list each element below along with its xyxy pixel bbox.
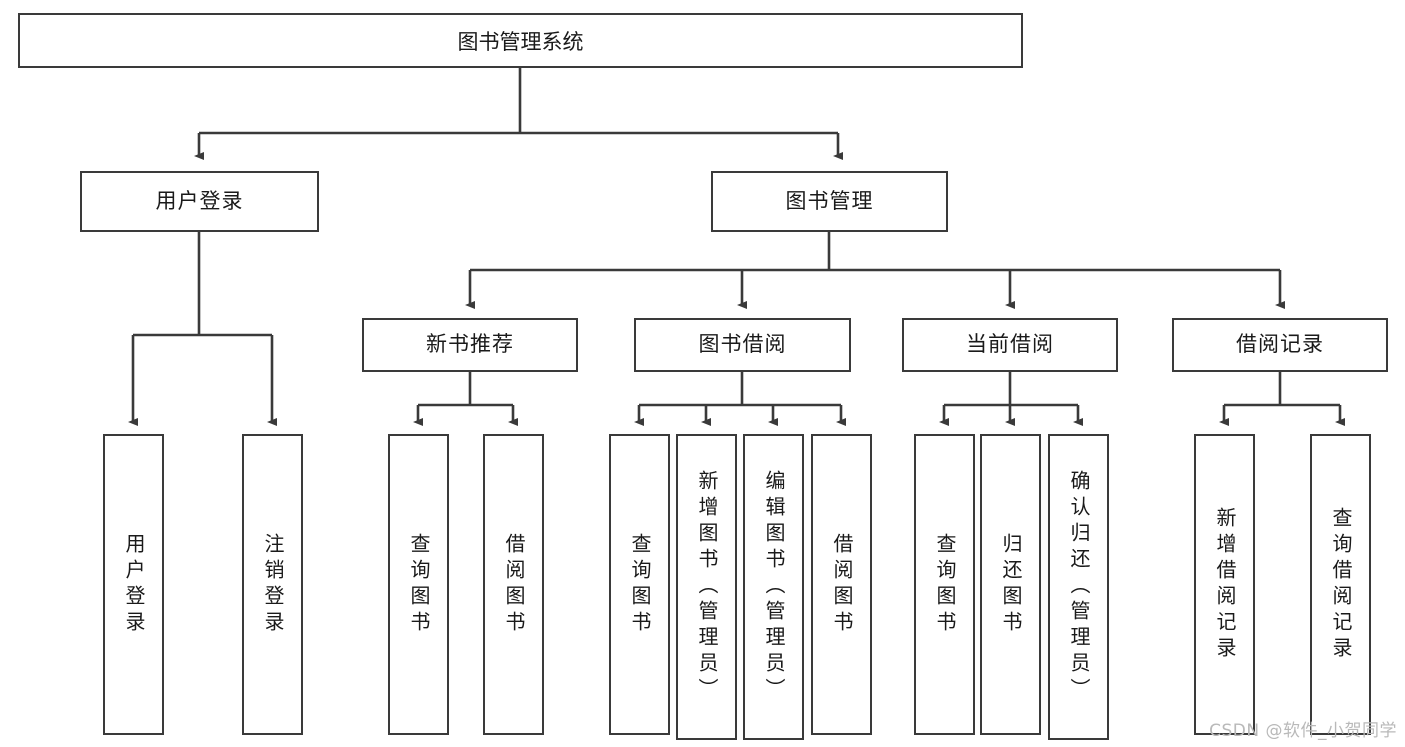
node-book-management[interactable]: 图书管理 (711, 171, 948, 232)
leaf-current-confirm-return-admin[interactable]: 确认归还（管理员） (1048, 434, 1109, 740)
node-label: 用户登录 (155, 188, 244, 213)
node-borrow-records[interactable]: 借阅记录 (1172, 318, 1388, 372)
node-label: 新增图书（管理员） (695, 470, 719, 704)
node-new-book-recommend[interactable]: 新书推荐 (362, 318, 578, 372)
node-label: 图书管理系统 (457, 29, 584, 54)
leaf-records-query-record[interactable]: 查询借阅记录 (1310, 434, 1371, 735)
csdn-watermark: CSDN @软件_小贺同学 (1209, 721, 1397, 741)
node-label: 图书管理 (785, 188, 874, 213)
node-label: 查询图书 (407, 532, 431, 637)
leaf-new-book-borrow[interactable]: 借阅图书 (483, 434, 544, 735)
node-label: 注销登录 (261, 532, 285, 637)
node-book-borrow[interactable]: 图书借阅 (634, 318, 851, 372)
leaf-current-return-book[interactable]: 归还图书 (980, 434, 1041, 735)
leaf-user-login-login[interactable]: 用户登录 (103, 434, 164, 735)
node-current-borrow[interactable]: 当前借阅 (902, 318, 1118, 372)
leaf-new-book-query[interactable]: 查询图书 (388, 434, 449, 735)
leaf-borrow-query-book[interactable]: 查询图书 (609, 434, 670, 735)
leaf-borrow-borrow-book[interactable]: 借阅图书 (811, 434, 872, 735)
node-label: 用户登录 (122, 532, 146, 637)
leaf-current-query-book[interactable]: 查询图书 (914, 434, 975, 735)
node-label: 归还图书 (999, 532, 1023, 637)
leaf-records-add-record[interactable]: 新增借阅记录 (1194, 434, 1255, 735)
node-user-login[interactable]: 用户登录 (80, 171, 319, 232)
node-label: 当前借阅 (966, 332, 1054, 357)
node-label: 借阅图书 (502, 532, 526, 637)
node-label: 新增借阅记录 (1213, 506, 1237, 663)
node-label: 借阅图书 (830, 532, 854, 637)
node-label: 新书推荐 (426, 332, 514, 357)
leaf-borrow-edit-book-admin[interactable]: 编辑图书（管理员） (743, 434, 804, 740)
node-label: 查询借阅记录 (1329, 506, 1353, 663)
node-root-system[interactable]: 图书管理系统 (18, 13, 1023, 68)
node-label: 查询图书 (933, 532, 957, 637)
node-label: 查询图书 (628, 532, 652, 637)
leaf-user-login-logout[interactable]: 注销登录 (242, 434, 303, 735)
leaf-borrow-add-book-admin[interactable]: 新增图书（管理员） (676, 434, 737, 740)
node-label: 确认归还（管理员） (1067, 470, 1091, 704)
node-label: 编辑图书（管理员） (762, 470, 786, 704)
node-label: 图书借阅 (698, 332, 787, 357)
node-label: 借阅记录 (1236, 332, 1324, 357)
